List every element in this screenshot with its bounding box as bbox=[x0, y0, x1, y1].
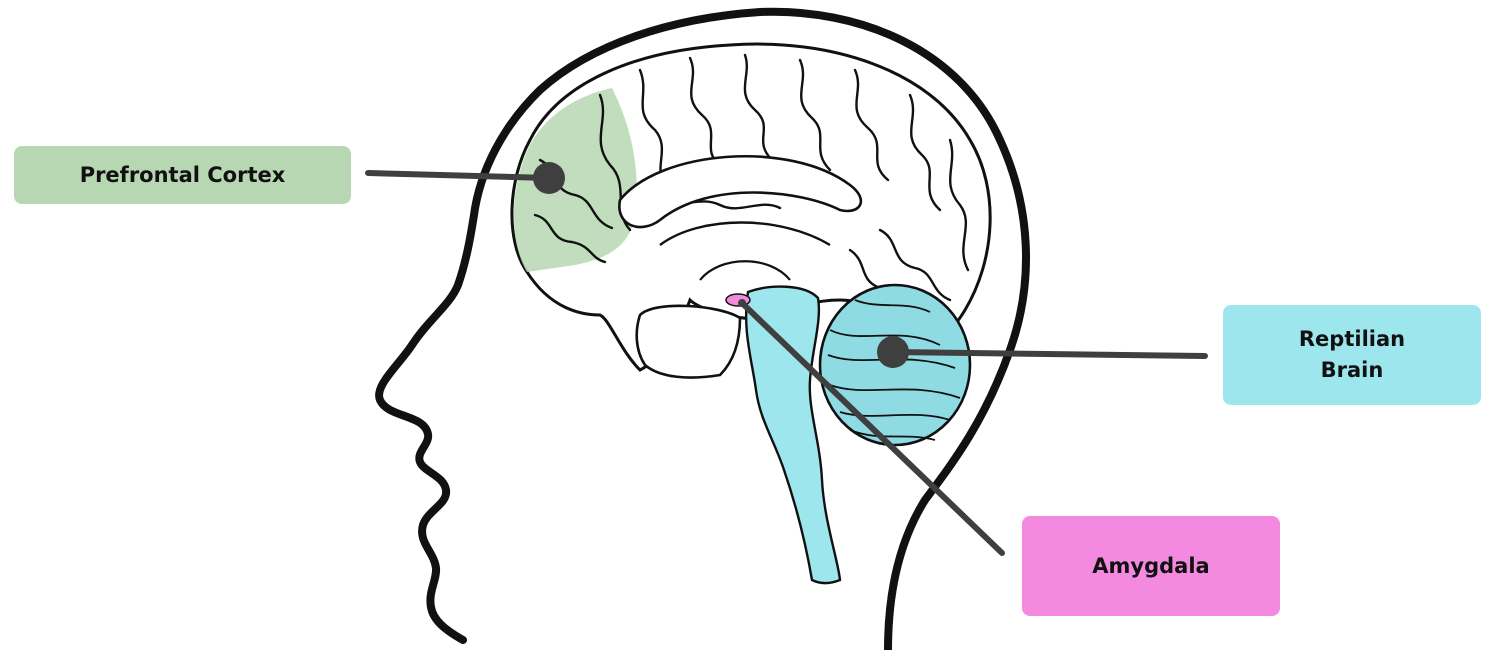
amygdala-leader-dot bbox=[738, 299, 746, 307]
pfc-leader-dot bbox=[533, 162, 565, 194]
reptilian-leader-line bbox=[893, 352, 1205, 356]
temporal-lobe bbox=[637, 306, 740, 378]
reptilian-leader-dot bbox=[877, 336, 909, 368]
amygdala-label: Amygdala bbox=[1022, 516, 1280, 616]
prefrontal-cortex-label: Prefrontal Cortex bbox=[14, 146, 351, 204]
reptilian-brain-label: Reptilian Brain bbox=[1223, 305, 1481, 405]
